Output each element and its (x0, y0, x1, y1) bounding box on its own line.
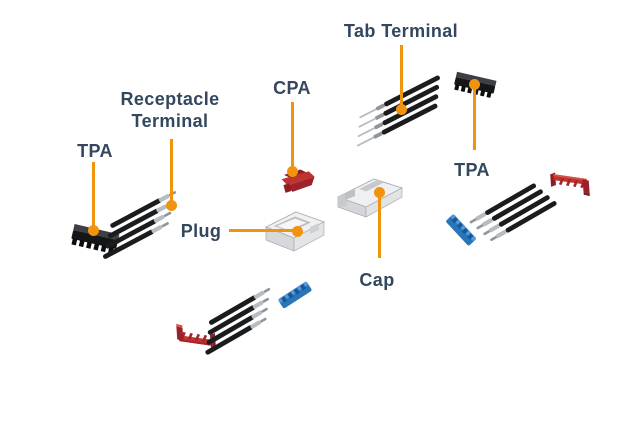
tpa-right-leader-dot (469, 79, 480, 90)
cap-housing-icon (336, 178, 404, 218)
tab-terminal-label: Tab Terminal (343, 21, 459, 41)
plug-leader-dot (292, 226, 303, 237)
receptacle-terminal-leader-dot (166, 200, 177, 211)
tab-terminal-wires-icon (356, 75, 440, 147)
plug-leader-line (229, 229, 297, 232)
tab-terminal-leader-line (400, 45, 403, 109)
tpa-left-leader-line (92, 162, 95, 230)
tpa-right-leader-line (473, 84, 476, 150)
right-red-clip-icon (550, 172, 590, 197)
tpa-left-label: TPA (77, 141, 113, 161)
right-wire-set-icon (446, 183, 557, 246)
cap-label: Cap (359, 270, 395, 290)
cpa-leader-dot (287, 166, 298, 177)
receptacle-terminal-label: Receptacle Terminal (120, 88, 219, 132)
cap-leader-line (378, 192, 381, 258)
cap-leader-dot (374, 187, 385, 198)
cpa-lock-icon (281, 169, 315, 193)
receptacle-terminal-leader-line (170, 139, 173, 205)
cpa-leader-line (291, 102, 294, 171)
cpa-label: CPA (273, 78, 311, 98)
plug-label: Plug (180, 221, 222, 241)
tab-terminal-leader-dot (396, 104, 407, 115)
receptacle-terminal-label-line2: Terminal (131, 111, 209, 131)
tpa-right-label: TPA (454, 160, 490, 180)
tpa-left-leader-dot (88, 225, 99, 236)
bottom-wire-set-icon (176, 281, 312, 355)
receptacle-terminal-label-line1: Receptacle (120, 89, 220, 109)
